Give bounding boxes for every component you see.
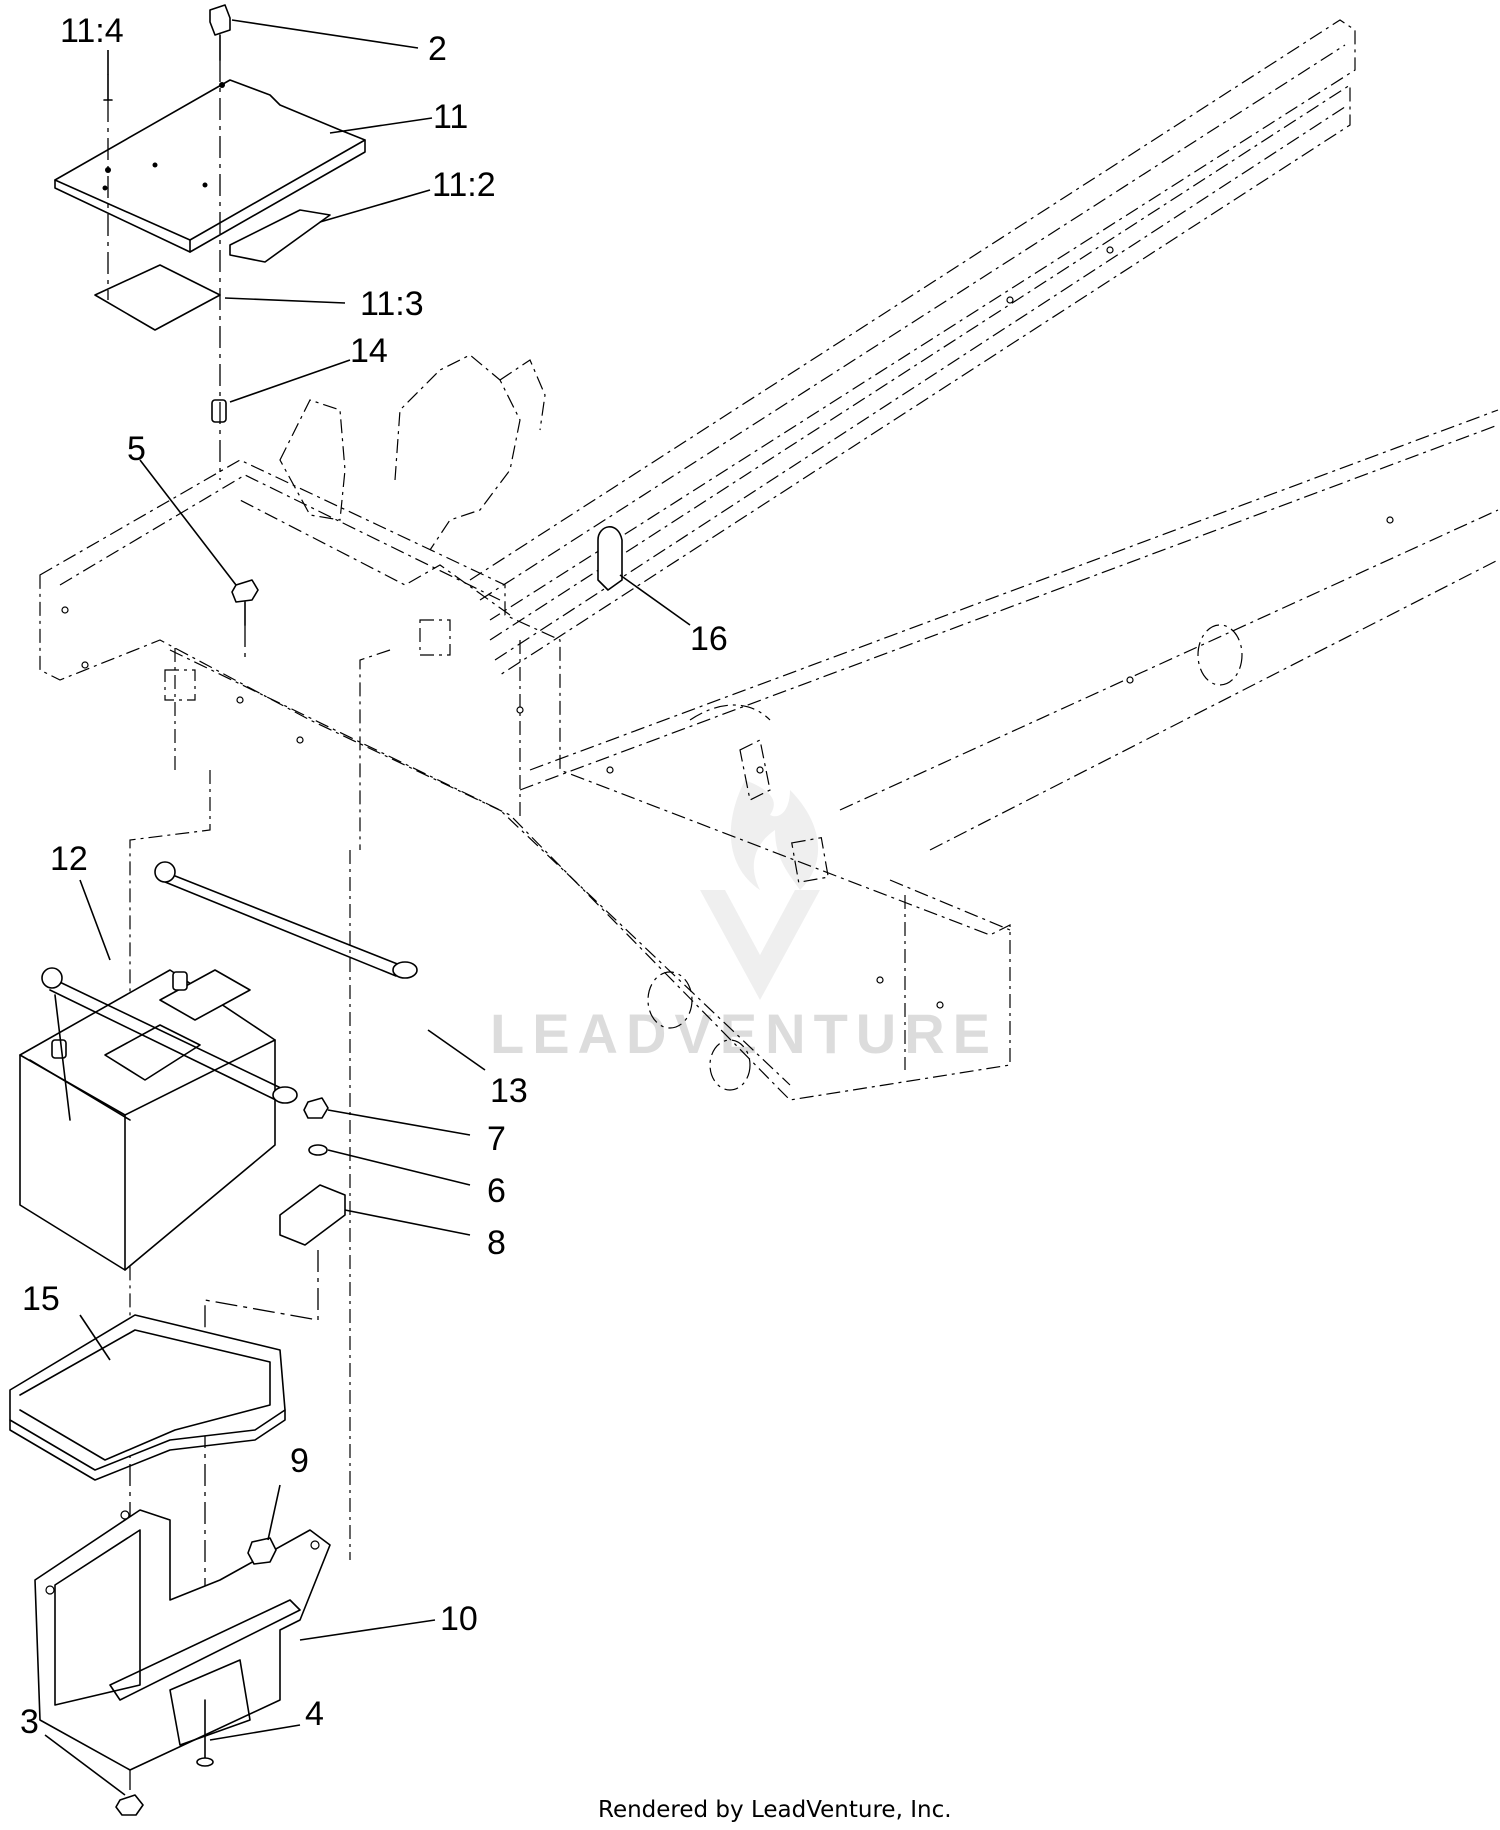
part-12-cable <box>41 967 298 1121</box>
part-4-bolt <box>196 1699 214 1767</box>
callout-15: 15 <box>22 1280 60 1318</box>
callout-3: 3 <box>20 1703 39 1741</box>
part-11-2-decal <box>229 209 331 263</box>
part-7-nut <box>303 1097 329 1119</box>
callout-11-4: 11:4 <box>60 12 124 50</box>
watermark-text: LEADVENTURE <box>490 1002 998 1065</box>
callout-14: 14 <box>350 332 388 370</box>
callout-13: 13 <box>490 1072 528 1110</box>
part-11-3-pad <box>94 264 221 331</box>
part-11-4-screw <box>103 74 113 101</box>
part-10-bracket <box>34 1509 331 1771</box>
callout-4: 4 <box>305 1695 324 1733</box>
callout-9: 9 <box>290 1442 309 1480</box>
callout-2: 2 <box>428 30 447 68</box>
part-14-spacer <box>211 399 227 423</box>
callout-6: 6 <box>487 1172 506 1210</box>
part-2-fastener <box>209 4 231 61</box>
footer-credit: Rendered by LeadVenture, Inc. <box>598 1797 952 1823</box>
callout-12: 12 <box>50 840 88 878</box>
chassis-frame <box>39 19 1499 1560</box>
callout-5: 5 <box>127 430 146 468</box>
part-16-clamp <box>597 526 623 591</box>
battery <box>19 969 276 1271</box>
callout-11-3: 11:3 <box>360 285 424 323</box>
part-13-cable <box>154 861 418 979</box>
callout-8: 8 <box>487 1224 506 1262</box>
callout-11-2: 11:2 <box>432 166 496 204</box>
part-8-hold-down <box>279 1184 346 1246</box>
callout-11: 11 <box>433 98 468 136</box>
part-5-bolt <box>231 579 259 626</box>
watermark-logo <box>700 780 820 1000</box>
part-3-nut <box>115 1794 144 1816</box>
part-9-bolt <box>247 1537 277 1565</box>
part-11-cover-plate <box>54 79 366 253</box>
part-15-tray <box>9 1314 286 1481</box>
callout-10: 10 <box>440 1600 478 1638</box>
part-6-washer <box>308 1144 328 1156</box>
leader-lines <box>44 19 691 1796</box>
centerline-8 <box>204 1250 319 1350</box>
callout-16: 16 <box>690 620 728 658</box>
callout-7: 7 <box>487 1120 506 1158</box>
